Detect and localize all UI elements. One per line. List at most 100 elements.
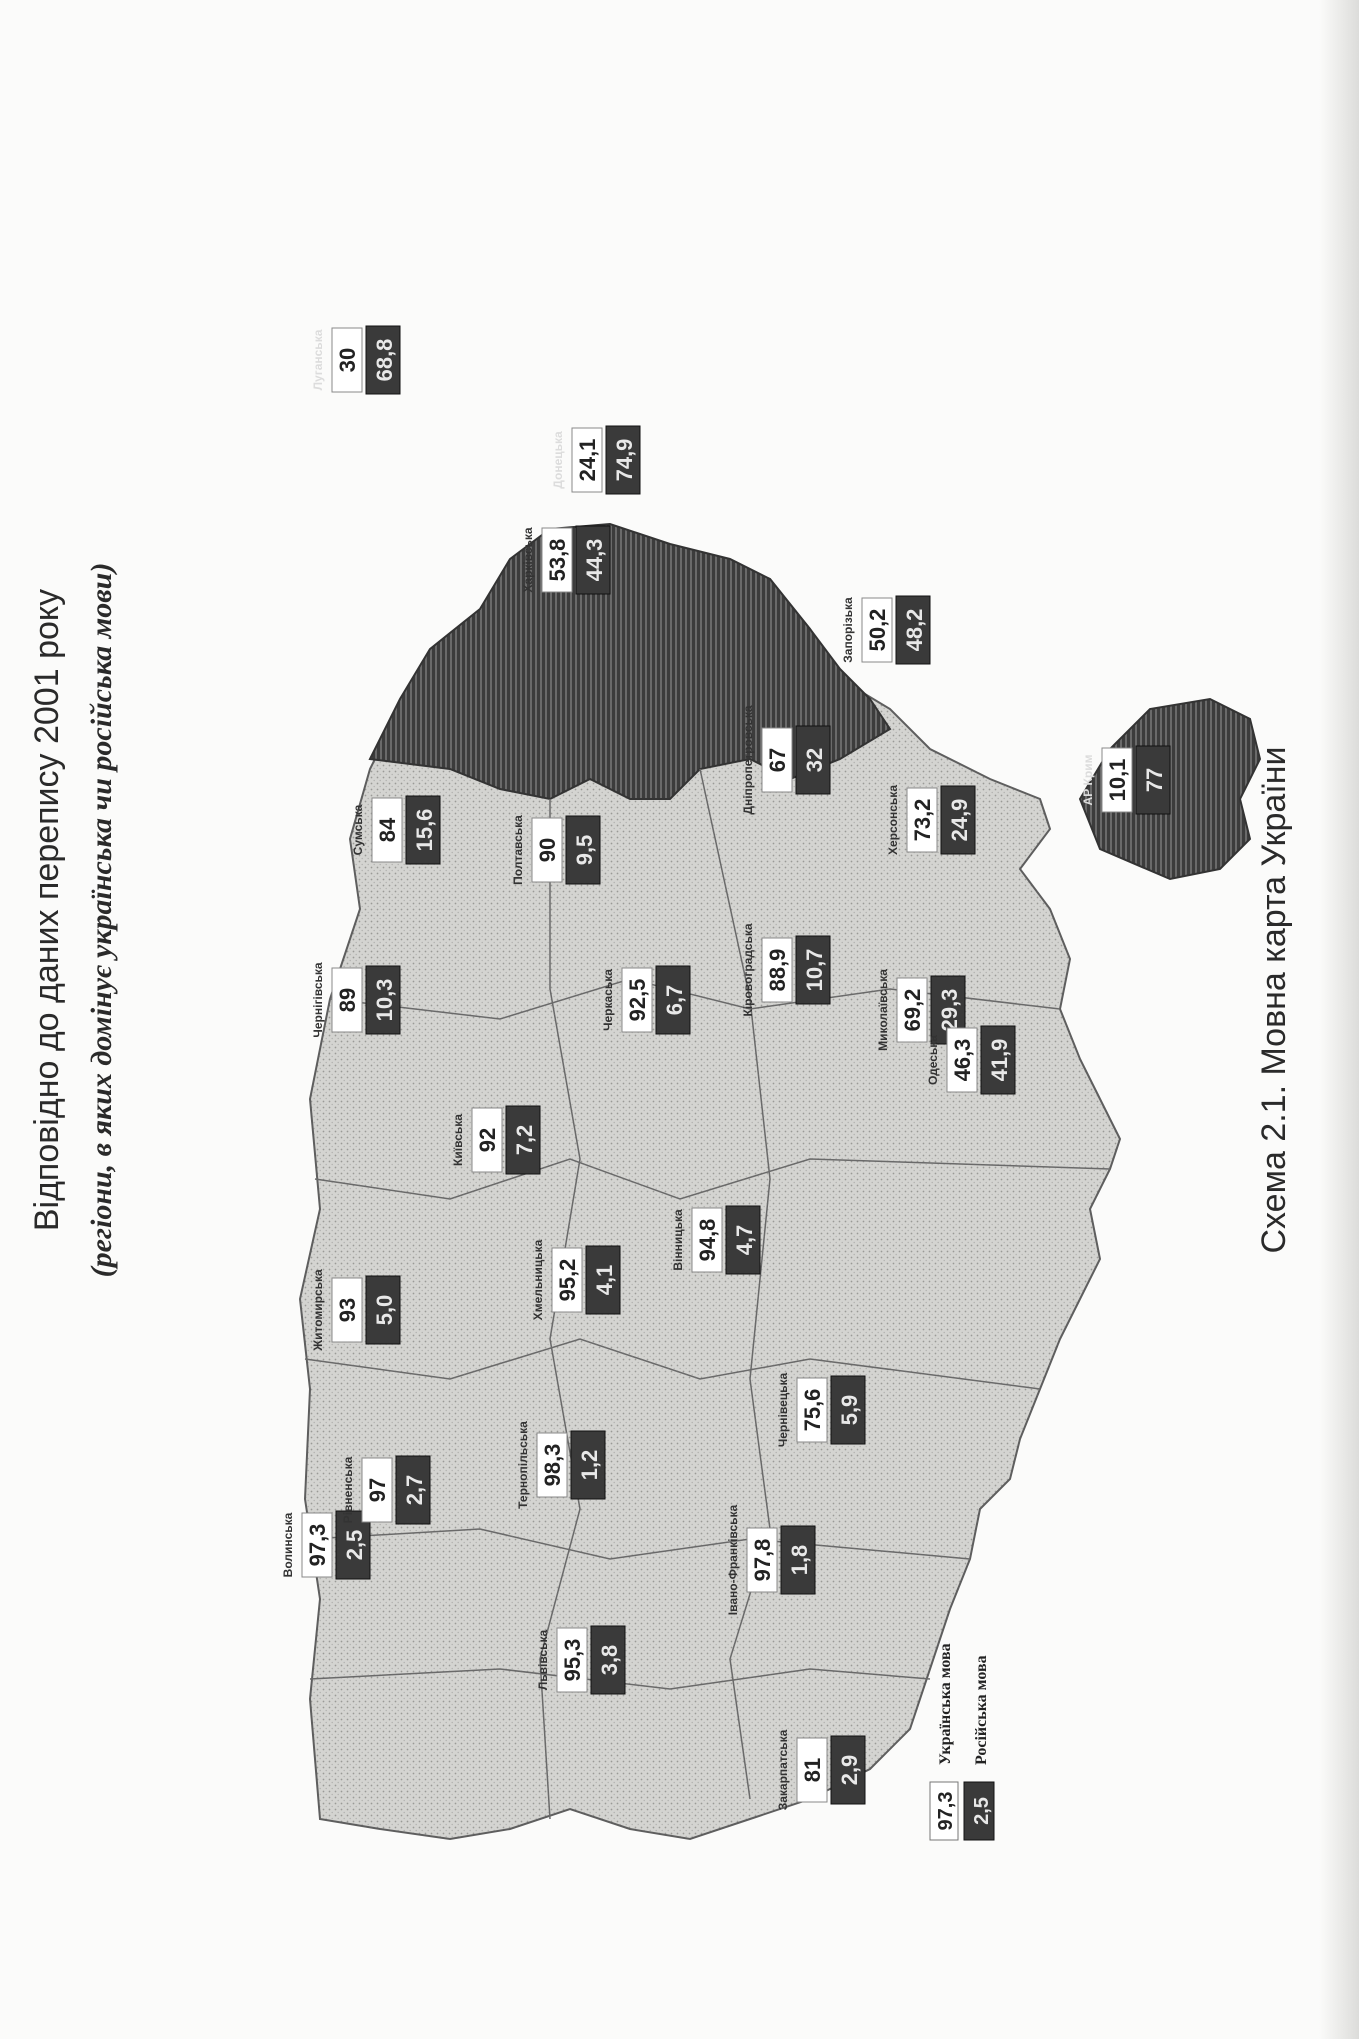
ukrainian-value-box (796, 1377, 828, 1443)
region-name: Донецька (551, 431, 565, 489)
ukrainian-percent: 98,3 (540, 1444, 565, 1487)
russian-percent: 1,8 (787, 1545, 812, 1576)
russian-value-box (590, 1625, 626, 1695)
region-name: Сумська (351, 804, 365, 855)
region-label: Одеська 46,3 41,9 (926, 1025, 1016, 1095)
russian-percent: 4,7 (732, 1225, 757, 1256)
region-label: Харківська 53,8 44,3 (521, 525, 611, 595)
russian-value-box (575, 525, 611, 595)
russian-value-box (795, 935, 831, 1005)
russian-percent: 10,3 (372, 979, 397, 1022)
ukrainian-percent: 50,2 (865, 609, 890, 652)
ukrainian-value-box (946, 1027, 978, 1093)
russian-percent: 6,7 (662, 985, 687, 1016)
russian-value-box (565, 815, 601, 885)
russian-percent: 2,7 (402, 1475, 427, 1506)
region-name: Львівська (536, 1630, 550, 1691)
legend-russian-sample: 2,5 (971, 1797, 993, 1825)
region-name: Івано-Франківська (726, 1504, 740, 1615)
ukrainian-value-box (331, 1277, 363, 1343)
ukrainian-value-box (761, 937, 793, 1003)
russian-value-box (585, 1245, 621, 1315)
region-name: Житомирська (311, 1269, 325, 1352)
legend-russian-swatch (963, 1781, 995, 1841)
region-name: Харківська (521, 527, 535, 592)
ukrainian-percent: 46,3 (950, 1039, 975, 1082)
russian-value-box (605, 425, 641, 495)
ukrainian-value-box (541, 527, 573, 593)
russian-value-box (365, 965, 401, 1035)
region-label: Кіровоградська 88,9 10,7 (741, 923, 831, 1017)
russian-value-box (795, 725, 831, 795)
russian-percent: 44,3 (582, 539, 607, 582)
russian-percent: 15,6 (412, 809, 437, 852)
ukrainian-value-box (531, 817, 563, 883)
ukrainian-percent: 10,1 (1105, 759, 1130, 802)
russian-value-box (405, 795, 441, 865)
russian-percent: 5,9 (837, 1395, 862, 1426)
ukraine-outline (298, 527, 1122, 1841)
legend-ukrainian-sample: 97,3 (935, 1792, 957, 1831)
region-name: Запорізька (841, 597, 855, 663)
region-boundaries (304, 768, 1111, 1820)
ukrainian-value-box (896, 977, 928, 1043)
ukrainian-value-box (471, 1107, 503, 1173)
ukrainian-percent: 97,8 (750, 1539, 775, 1582)
ukrainian-percent: 53,8 (545, 539, 570, 582)
region-name: Полтавська (511, 815, 525, 885)
russian-percent: 24,9 (947, 799, 972, 842)
ukrainian-percent: 67 (765, 748, 790, 772)
ukrainian-percent: 88,9 (765, 949, 790, 992)
ukrainian-value-box (1101, 747, 1133, 813)
russian-percent: 10,7 (802, 949, 827, 992)
region-name: Чернігівська (311, 962, 325, 1037)
ukrainian-value-box (861, 597, 893, 663)
russian-percent: 2,5 (342, 1530, 367, 1561)
ukrainian-value-box (551, 1247, 583, 1313)
russian-percent: 48,2 (902, 609, 927, 652)
region-name: Рівненська (341, 1456, 355, 1523)
russian-percent: 5,0 (372, 1295, 397, 1326)
ukrainian-value-box (536, 1432, 568, 1498)
russian-value-box (940, 785, 976, 855)
region-name: АР Крим (1081, 754, 1095, 805)
region-name: Вінницька (671, 1209, 685, 1271)
legend-ukrainian-swatch (929, 1781, 959, 1841)
russian-percent: 41,9 (987, 1039, 1012, 1082)
russian-value-box (895, 595, 931, 665)
russian-percent: 7,2 (512, 1125, 537, 1156)
russian-percent: 9,5 (572, 835, 597, 866)
region-name: Одеська (926, 1035, 940, 1085)
region-name: Київська (451, 1114, 465, 1166)
russian-value-box (830, 1735, 866, 1805)
russian-percent: 74,9 (612, 439, 637, 482)
east-dark-region (368, 522, 892, 801)
russian-value-box (365, 1275, 401, 1345)
region-label: Івано-Франківська 97,8 1,8 (726, 1504, 816, 1615)
russian-percent: 1,2 (577, 1450, 602, 1481)
russian-value-box (335, 1510, 371, 1580)
russian-percent: 68,8 (372, 339, 397, 382)
region-name: Дніпропетровська (741, 705, 755, 814)
region-name: Кіровоградська (741, 923, 755, 1016)
ukrainian-value-box (361, 1457, 393, 1523)
ukrainian-value-box (371, 797, 403, 863)
ukrainian-value-box (301, 1512, 333, 1578)
russian-percent: 4,1 (592, 1265, 617, 1296)
region-name: Хмельницька (531, 1239, 545, 1320)
ukrainian-percent: 84 (375, 817, 400, 842)
ukrainian-percent: 30 (335, 348, 360, 372)
